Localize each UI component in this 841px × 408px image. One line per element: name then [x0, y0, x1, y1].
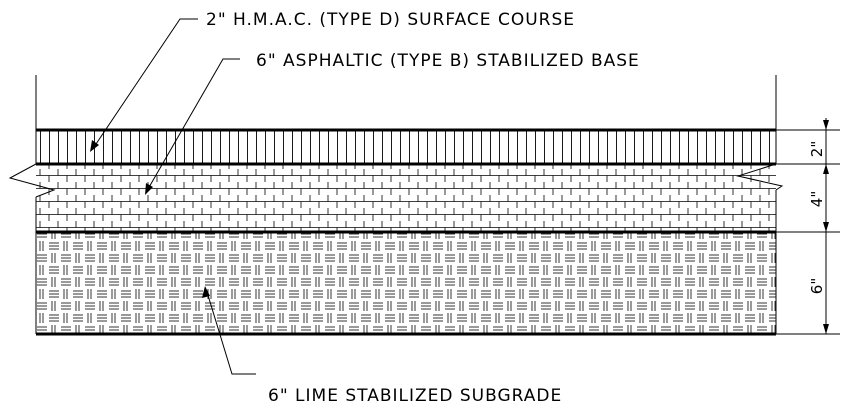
subgrade-label: 6" LIME STABILIZED SUBGRADE: [268, 386, 562, 406]
base-layer: [36, 164, 776, 232]
leader-arrow-icon: [202, 286, 210, 298]
dimension-subgrade: 6": [808, 278, 826, 294]
dimension-base: 4": [808, 191, 826, 207]
leader-arrow-icon: [145, 183, 153, 195]
dimension-surface: 2": [808, 141, 826, 157]
section-outline: [8, 75, 784, 334]
subgrade-layer: [36, 232, 776, 334]
dimension-lines: [776, 118, 840, 335]
surface-course-label: 2" H.M.A.C. (TYPE D) SURFACE COURSE: [206, 10, 575, 30]
arrow-down-icon: [823, 324, 829, 334]
arrow-down-icon: [823, 120, 829, 130]
arrow-down-icon: [823, 222, 829, 232]
leader-lines: [90, 18, 256, 375]
leader-arrow-icon: [90, 140, 99, 152]
base-layer-label: 6" ASPHALTIC (TYPE B) STABILIZED BASE: [256, 51, 640, 71]
surface-course-layer: [36, 130, 776, 164]
arrow-up-icon: [823, 164, 829, 174]
